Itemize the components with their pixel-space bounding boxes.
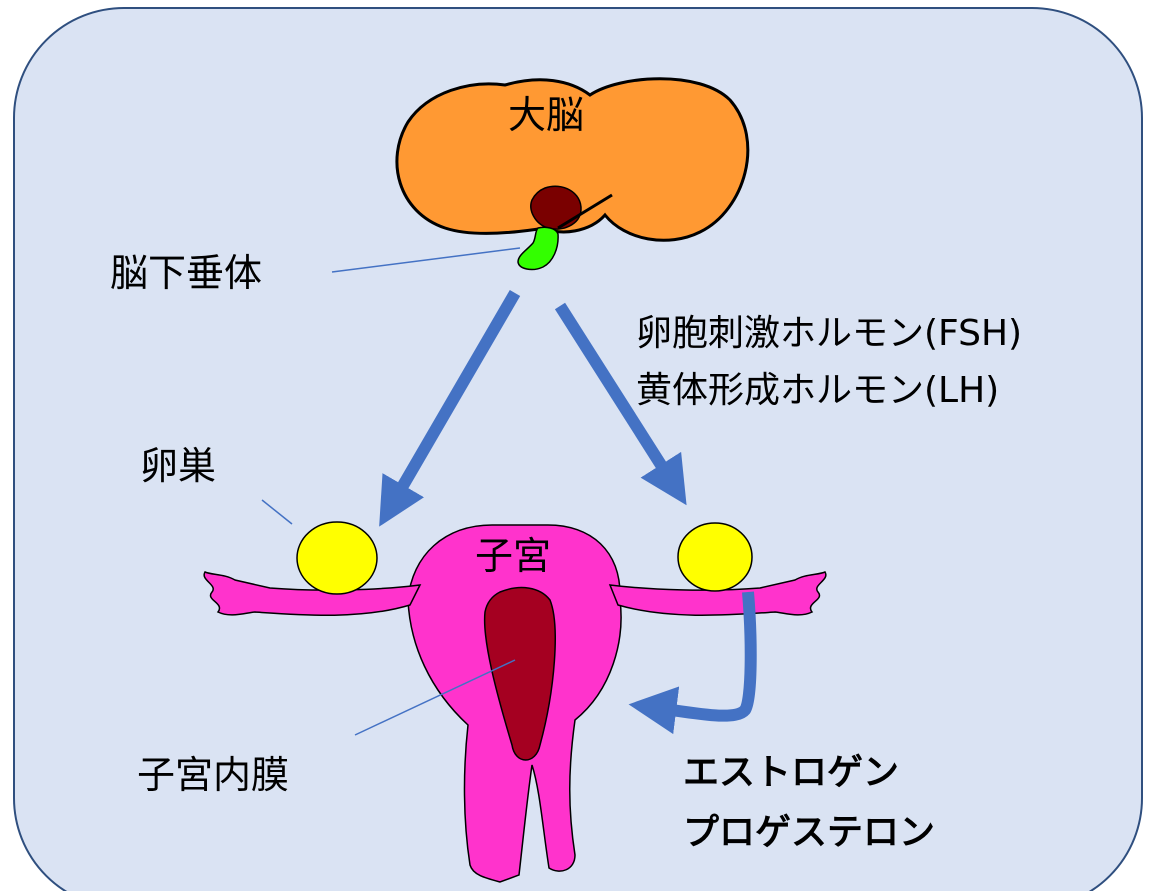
estrogen-label: エストロゲン xyxy=(683,755,899,791)
pituitary-label: 脳下垂体 xyxy=(110,254,262,292)
progesterone-label: プロゲステロン xyxy=(683,815,935,851)
endometrium-label: 子宮内膜 xyxy=(137,756,289,794)
lh-label: 黄体形成ホルモン(LH) xyxy=(636,373,999,409)
fsh-label: 卵胞刺激ホルモン(FSH) xyxy=(636,316,1022,352)
left-ovary xyxy=(297,522,377,594)
ovary-label: 卵巣 xyxy=(140,447,216,485)
brain-label: 大脳 xyxy=(508,96,584,134)
right-ovary xyxy=(678,523,752,591)
uterus-label: 子宮 xyxy=(475,537,551,575)
hypothalamus-shape xyxy=(531,186,581,229)
